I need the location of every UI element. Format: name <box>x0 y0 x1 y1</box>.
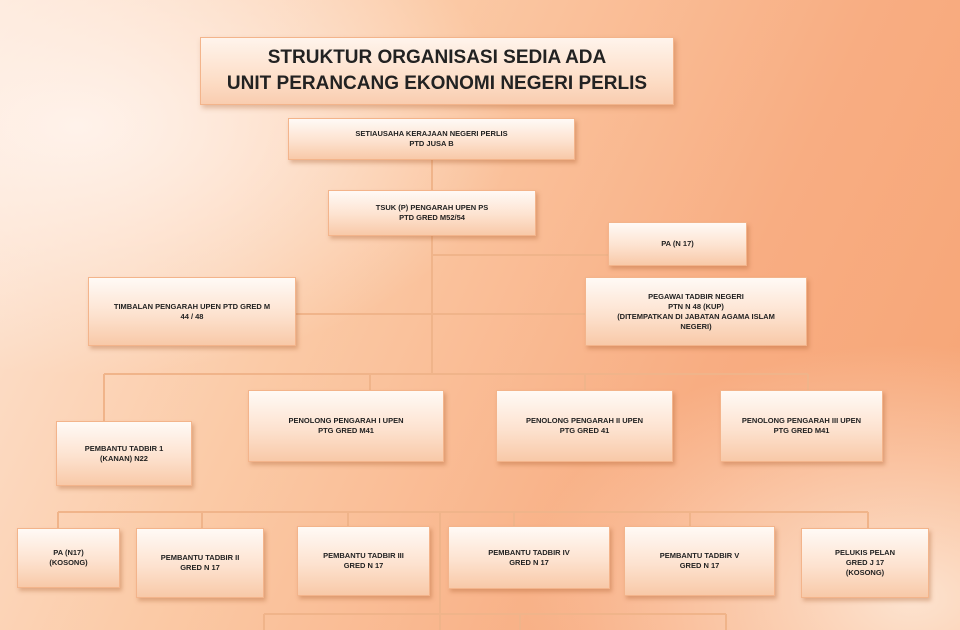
node-pembantu-3: PEMBANTU TADBIR III GRED N 17 <box>297 526 430 596</box>
node-pegawai-tadbir-note2: NEGERI) <box>680 321 712 331</box>
node-setiausaha-name: SETIAUSAHA KERAJAAN NEGERI PERLIS <box>355 129 508 138</box>
node-pembantu-5: PEMBANTU TADBIR V GRED N 17 <box>624 526 775 596</box>
chart-title-line2: UNIT PERANCANG EKONOMI NEGERI PERLIS <box>226 73 648 94</box>
connector-lines <box>57 160 869 630</box>
node-pa-top: PA (N 17) <box>608 222 747 266</box>
node-pelukis: PELUKIS PELAN GRED J 17 (KOSONG) <box>801 528 929 598</box>
node-tsuk: TSUK (P) PENGARAH UPEN PS PTD GRED M52/5… <box>328 190 536 236</box>
node-pegawai-tadbir-note1: (DITEMPATKAN DI JABATAN AGAMA ISLAM <box>617 311 775 321</box>
node-setiausaha: SETIAUSAHA KERAJAAN NEGERI PERLIS PTD JU… <box>288 118 575 160</box>
node-tsuk-grade: PTD GRED M52/54 <box>399 213 465 222</box>
node-timbalan-name: TIMBALAN PENGARAH UPEN PTD GRED M <box>113 301 271 311</box>
chart-title-line1: STRUKTUR ORGANISASI SEDIA ADA <box>267 47 607 68</box>
node-pembantu-1-grade: (KANAN) N22 <box>100 453 148 463</box>
node-penolong-2-grade: PTG GRED 41 <box>559 426 610 435</box>
node-pembantu-2-name: PEMBANTU TADBIR II <box>160 553 240 562</box>
node-pembantu-4-name: PEMBANTU TADBIR IV <box>488 547 570 557</box>
node-penolong-2: PENOLONG PENGARAH II UPEN PTG GRED 41 <box>496 390 673 462</box>
node-pembantu-2-grade: GRED N 17 <box>180 563 220 572</box>
node-pembantu-5-name: PEMBANTU TADBIR V <box>659 551 740 560</box>
node-pembantu-3-name: PEMBANTU TADBIR III <box>323 551 404 560</box>
node-pembantu-2: PEMBANTU TADBIR II GRED N 17 <box>136 528 264 598</box>
node-penolong-1-name: PENOLONG PENGARAH I UPEN <box>288 416 404 425</box>
node-pegawai-tadbir-name: PEGAWAI TADBIR NEGERI <box>648 291 744 301</box>
node-pembantu-5-grade: GRED N 17 <box>679 561 720 570</box>
node-pembantu-4: PEMBANTU TADBIR IV GRED N 17 <box>448 526 610 589</box>
node-pembantu-4-grade: GRED N 17 <box>509 557 549 567</box>
node-pembantu-1-name: PEMBANTU TADBIR 1 <box>84 443 164 453</box>
node-pa-kosong-name: PA (N17) <box>53 548 84 557</box>
node-penolong-3-grade: PTG GRED M41 <box>773 426 830 435</box>
node-pembantu-3-grade: GRED N 17 <box>343 561 384 570</box>
chart-title: STRUKTUR ORGANISASI SEDIA ADA UNIT PERAN… <box>200 37 674 105</box>
node-pembantu-1: PEMBANTU TADBIR 1 (KANAN) N22 <box>56 421 192 486</box>
node-penolong-3-name: PENOLONG PENGARAH III UPEN <box>741 416 862 425</box>
node-setiausaha-grade: PTD JUSA B <box>409 139 454 148</box>
node-penolong-2-name: PENOLONG PENGARAH II UPEN <box>525 416 644 425</box>
node-penolong-1-grade: PTG GRED M41 <box>318 426 374 435</box>
node-timbalan: TIMBALAN PENGARAH UPEN PTD GRED M 44 / 4… <box>88 277 296 346</box>
node-pegawai-tadbir: PEGAWAI TADBIR NEGERI PTN N 48 (KUP) (DI… <box>585 277 807 346</box>
node-pelukis-status: (KOSONG) <box>845 568 885 577</box>
node-pelukis-name: PELUKIS PELAN <box>834 548 895 557</box>
node-timbalan-grade: 44 / 48 <box>180 311 204 321</box>
node-penolong-1: PENOLONG PENGARAH I UPEN PTG GRED M41 <box>248 390 444 462</box>
node-pegawai-tadbir-grade: PTN N 48 (KUP) <box>668 301 724 311</box>
node-pelukis-grade: GRED J 17 <box>845 558 885 567</box>
node-pa-kosong-status: (KOSONG) <box>49 558 88 567</box>
node-penolong-3: PENOLONG PENGARAH III UPEN PTG GRED M41 <box>720 390 883 462</box>
node-pa-kosong: PA (N17) (KOSONG) <box>17 528 120 588</box>
node-tsuk-name: TSUK (P) PENGARAH UPEN PS <box>375 203 489 212</box>
node-pa-top-name: PA (N 17) <box>661 239 694 248</box>
